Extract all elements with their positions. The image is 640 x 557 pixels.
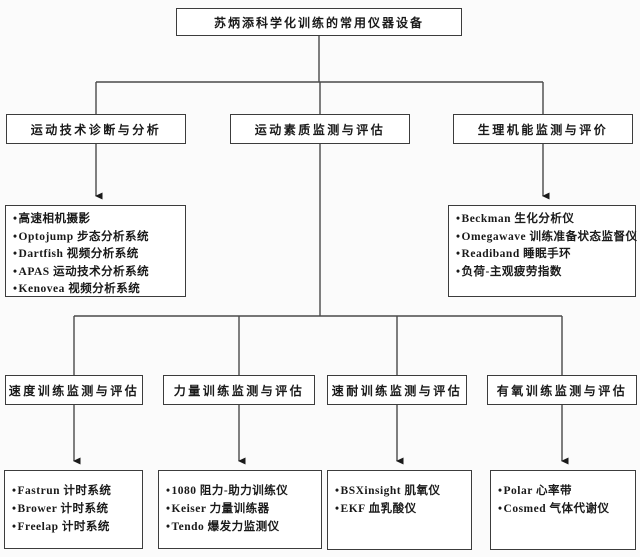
list-physiology-instruments: Beckman 生化分析仪 Omegawave 训练准备状态监督仪 Readib… — [448, 205, 637, 297]
list-speed-instruments: Fastrun 计时系统 Brower 计时系统 Freelap 计时系统 — [4, 470, 143, 549]
list-item: 负荷-主观疲劳指数 — [456, 264, 628, 282]
list-item: Readiband 睡眠手环 — [456, 246, 628, 264]
list-item: 高速相机摄影 — [13, 211, 178, 229]
node-aerobic-training: 有氧训练监测与评估 — [487, 375, 637, 405]
list-strength-instruments: 1080 阻力-助力训练仪 Keiser 力量训练器 Tendo 爆发力监测仪 — [158, 470, 322, 549]
list-item: Beckman 生化分析仪 — [456, 211, 628, 229]
list-item: Brower 计时系统 — [12, 500, 135, 518]
list-item: Fastrun 计时系统 — [12, 482, 135, 500]
list-item: 1080 阻力-助力训练仪 — [166, 482, 314, 500]
node-fitness-monitoring: 运动素质监测与评估 — [230, 114, 410, 144]
list-item: Polar 心率带 — [498, 482, 628, 500]
node-technique-diagnosis: 运动技术诊断与分析 — [6, 114, 186, 144]
list-item: BSXinsight 肌氧仪 — [335, 482, 464, 500]
node-physiology-monitoring: 生理机能监测与评价 — [453, 114, 633, 144]
list-item: Cosmed 气体代谢仪 — [498, 500, 628, 518]
list-item: APAS 运动技术分析系统 — [13, 264, 178, 282]
list-item: Dartfish 视频分析系统 — [13, 246, 178, 264]
list-item: Omegawave 训练准备状态监督仪 — [456, 229, 637, 247]
list-item: Kenovea 视频分析系统 — [13, 281, 178, 299]
list-technique-instruments: 高速相机摄影 Optojump 步态分析系统 Dartfish 视频分析系统 A… — [5, 205, 186, 297]
node-strength-training: 力量训练监测与评估 — [163, 375, 315, 405]
node-root-title: 苏炳添科学化训练的常用仪器设备 — [176, 8, 462, 36]
list-item: EKF 血乳酸仪 — [335, 500, 464, 518]
list-item: Keiser 力量训练器 — [166, 500, 314, 518]
list-aerobic-instruments: Polar 心率带 Cosmed 气体代谢仪 — [490, 470, 636, 550]
node-endurance-training: 速耐训练监测与评估 — [327, 375, 467, 405]
list-item: Tendo 爆发力监测仪 — [166, 518, 314, 536]
node-speed-training: 速度训练监测与评估 — [5, 375, 143, 405]
list-item: Optojump 步态分析系统 — [13, 229, 178, 247]
list-endurance-instruments: BSXinsight 肌氧仪 EKF 血乳酸仪 — [327, 470, 472, 550]
list-item: Freelap 计时系统 — [12, 518, 135, 536]
